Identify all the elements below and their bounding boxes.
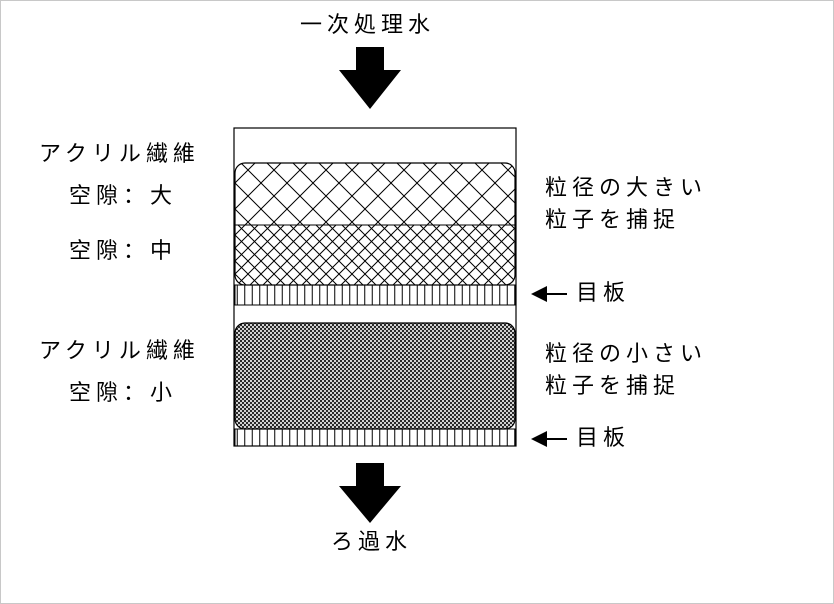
gap-medium-label: 空隙：中 bbox=[69, 239, 178, 264]
perforated-plate-1 bbox=[234, 284, 516, 306]
upper-effect-line1: 粒径の大きい bbox=[545, 176, 708, 201]
gap-large-zone bbox=[235, 163, 515, 225]
gap-medium-zone bbox=[235, 225, 515, 285]
gap-small-label: 空隙：小 bbox=[69, 381, 178, 406]
outflow-label: ろ過水 bbox=[331, 530, 413, 555]
upper-fiber-layer bbox=[235, 163, 515, 285]
upper-material-label: アクリル繊維 bbox=[39, 142, 200, 167]
lower-material-label: アクリル繊維 bbox=[39, 339, 200, 364]
plate-label-2: 目板 bbox=[576, 426, 631, 451]
perforated-plate-2 bbox=[234, 428, 516, 447]
lower-effect-line1: 粒径の小さい bbox=[545, 342, 708, 367]
inflow-label: 一次処理水 bbox=[300, 13, 436, 38]
inflow-arrow-icon bbox=[339, 47, 401, 109]
plate-pointer-arrow-icon-2 bbox=[531, 431, 567, 447]
plate-pointer-arrow-icon-1 bbox=[531, 286, 567, 302]
upper-effect-line2: 粒子を捕捉 bbox=[545, 208, 681, 233]
plate-label-1: 目板 bbox=[576, 281, 631, 306]
lower-fiber-layer bbox=[234, 322, 516, 430]
gap-large-label: 空隙：大 bbox=[69, 184, 178, 209]
lower-effect-line2: 粒子を捕捉 bbox=[545, 374, 681, 399]
outflow-arrow-icon bbox=[339, 463, 401, 523]
